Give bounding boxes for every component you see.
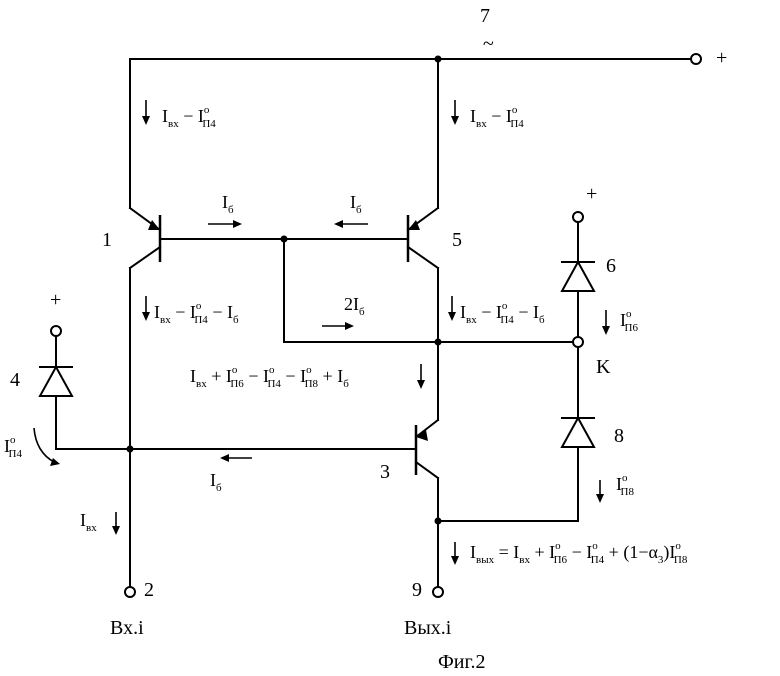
current-ib-bottom: Iб <box>210 470 222 494</box>
current-ib-right: Iб <box>350 192 362 216</box>
label-node-6: 6 <box>606 255 616 277</box>
arrow-left-ib-bottom <box>220 454 252 462</box>
diode-6 <box>560 259 596 292</box>
label-plus-6: + <box>586 183 597 205</box>
label-node-9: 9 <box>412 579 422 601</box>
diode-4 <box>38 364 74 397</box>
label-node-3: 3 <box>380 461 390 483</box>
current-ib-left: Iб <box>222 192 234 216</box>
label-node-1: 1 <box>102 229 112 251</box>
terminal-input <box>124 586 136 598</box>
arrow-down-ip8 <box>596 480 604 503</box>
node-k <box>572 336 584 348</box>
label-plus-4: + <box>50 289 61 311</box>
terminal-output <box>432 586 444 598</box>
supply-terminal <box>690 53 702 65</box>
arrow-down-ip6 <box>602 310 610 335</box>
label-supply-plus: + <box>716 47 727 69</box>
label-node-4: 4 <box>10 369 20 391</box>
arrow-down-iout <box>451 542 459 565</box>
arrow-down-left-top <box>142 100 150 125</box>
transistor-1 <box>128 206 162 270</box>
label-node-2: 2 <box>144 579 154 601</box>
label-node-k: K <box>596 356 611 378</box>
label-input-terminal: Вх.i <box>110 617 144 639</box>
arrow-down-right-top <box>451 100 459 125</box>
arrow-right-2ib <box>322 322 354 330</box>
terminal-plus-4 <box>50 325 62 337</box>
current-iin: Iвх <box>80 510 97 534</box>
label-node-8: 8 <box>614 425 624 447</box>
arrow-left-ib-right <box>334 220 368 228</box>
transistor-5 <box>406 206 440 270</box>
terminal-plus-6 <box>572 211 584 223</box>
arrow-down-center <box>417 364 425 389</box>
arrow-down-iin <box>112 512 120 535</box>
current-2ib: 2Iб <box>344 294 365 318</box>
arrow-down-left-mid <box>142 296 150 321</box>
label-tilde: ~ <box>483 33 494 55</box>
arrow-right-ib-left <box>208 220 242 228</box>
arrow-curved-ip4 <box>33 427 60 466</box>
transistor-3 <box>414 418 440 480</box>
junction-input <box>126 445 134 453</box>
diode-8 <box>560 415 596 448</box>
arrow-down-right-mid <box>448 296 456 321</box>
label-output-terminal: Вых.i <box>404 617 452 639</box>
label-node-7: 7 <box>480 5 490 27</box>
label-node-5: 5 <box>452 229 462 251</box>
figure-caption: Фиг.2 <box>438 651 485 673</box>
